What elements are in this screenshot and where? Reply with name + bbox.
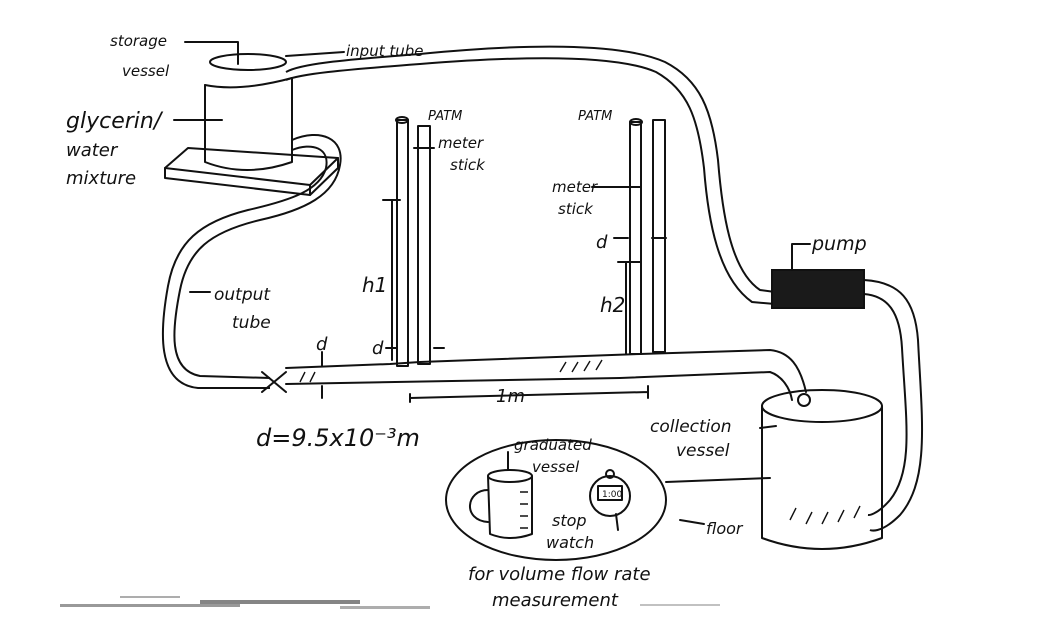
stopwatch-display: 1:00 [602,490,622,500]
stop-watch-label-2: watch [546,533,594,552]
meter-stick-left-label-1: meter [438,134,484,152]
input-tube [285,45,776,305]
diameter-formula: d=9.5x10⁻³m [256,424,420,452]
glycerin-label-3: mixture [66,168,136,189]
graduated-label-2: vessel [532,458,580,476]
patm-right-label: PATM [578,109,612,124]
storage-label-1: storage [110,32,167,50]
output-tube [161,134,342,393]
d-right-label: d [596,232,608,253]
h2-label: h2 [600,293,625,317]
floor-label: floor [706,519,744,538]
collection-vessel [761,389,883,550]
horizontal-pipe [285,349,807,401]
glycerin-label-2: water [66,140,119,161]
collection-label-2: vessel [676,441,730,461]
pump [771,243,924,532]
h1-label: h1 [362,273,387,297]
storage-label-2: vessel [122,62,170,80]
glycerin-label-1: glycerin/ [66,109,164,134]
left-manometer [382,116,445,367]
collection-label-1: collection [650,417,732,437]
d-mid-label: d [372,338,384,359]
meter-stick-right-label-1: meter [552,178,598,196]
graduated-vessel [469,469,533,539]
meter-stick-left [417,125,431,365]
scan-noise [60,596,720,609]
meter-stick-right-label-2: stick [558,200,594,218]
output-tube-label-2: tube [232,313,271,333]
one-meter-label: 1m [496,386,525,407]
storage-vessel [164,53,339,196]
d-pipe-label: d [316,334,328,355]
input-tube-label: input tube [346,42,424,60]
pump-label: pump [811,233,867,255]
meter-stick-left-label-2: stick [450,156,486,174]
one-meter-dimension [409,385,649,403]
output-tube-label-1: output [214,285,271,305]
caption-line-1: for volume flow rate [468,564,651,585]
inset-measurement-bubble [445,439,771,561]
stop-watch-label-1: stop [552,511,587,530]
graduated-label-1: graduated [514,436,592,454]
right-manometer [613,118,667,355]
caption-line-2: measurement [492,590,619,611]
patm-left-label: PATM [428,109,462,124]
meter-stick-right [652,119,666,353]
pointer-lines [173,41,777,531]
stopwatch [589,469,631,517]
